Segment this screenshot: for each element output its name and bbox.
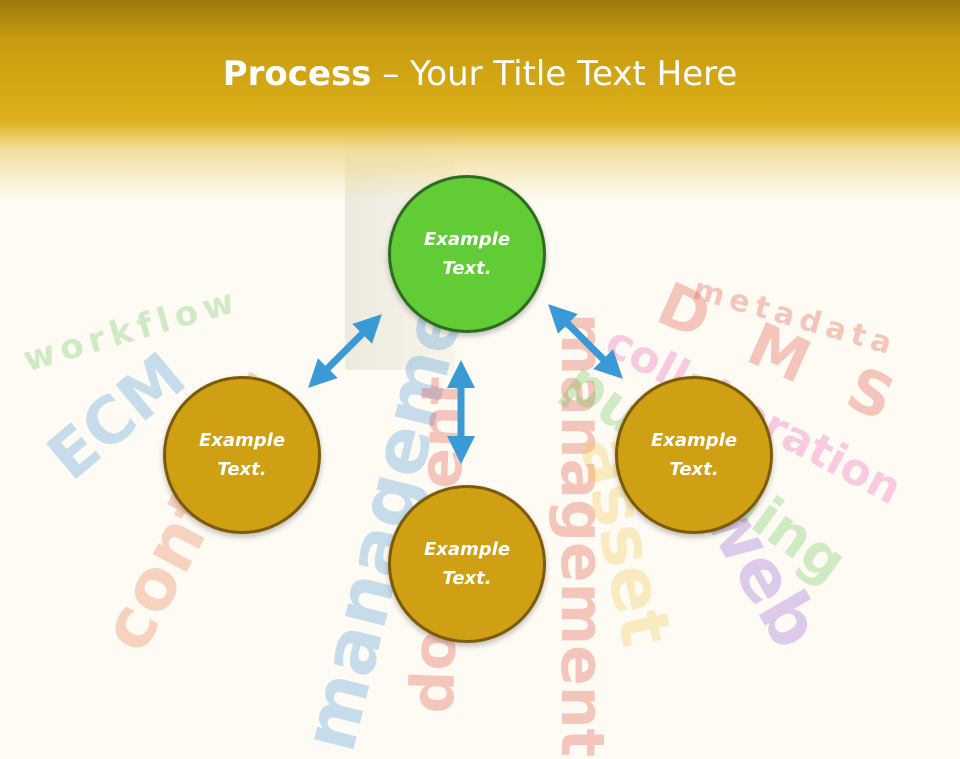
circle-bottom-label: Example Text. xyxy=(423,539,511,589)
circle-bottom: Example Text. xyxy=(388,485,546,643)
circle-left-label: Example Text. xyxy=(198,430,286,480)
title-bar xyxy=(0,0,960,200)
title-rest: – Your Title Text Here xyxy=(371,54,738,94)
circle-left: Example Text. xyxy=(163,376,321,534)
circle-right-label: Example Text. xyxy=(650,430,738,480)
circle-top-label: Example Text. xyxy=(423,229,511,279)
circle-right: Example Text. xyxy=(615,376,773,534)
page-title: Process – Your Title Text Here xyxy=(0,52,960,96)
title-bold: Process xyxy=(222,54,372,94)
circle-top: Example Text. xyxy=(388,175,546,333)
